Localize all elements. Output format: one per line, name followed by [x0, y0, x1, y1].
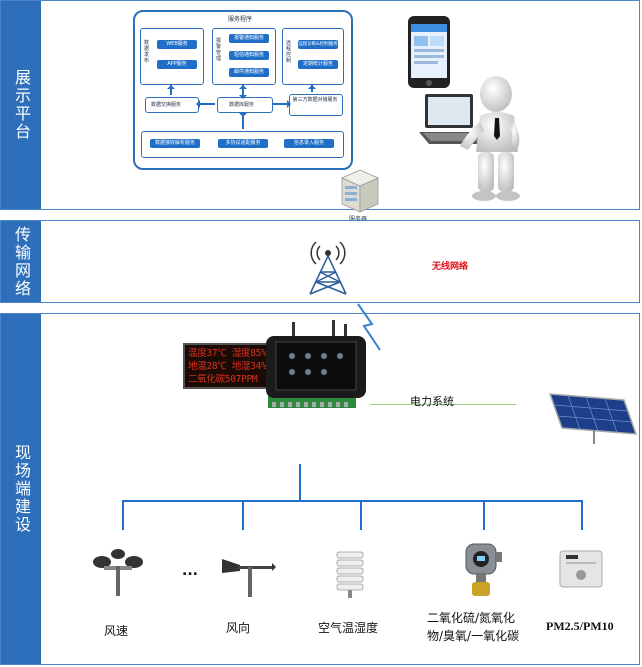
sensor-label-wind-speed: 风速	[104, 624, 129, 638]
display-section-title: 展示平台	[12, 69, 31, 141]
display-sidebar: 展示平台	[1, 1, 41, 209]
led-display-panel: 温度37℃ 湿度85% 地温28℃ 地湿34% 二氧化碳507PPM	[183, 343, 269, 389]
remote-diag-block: 远程诊断&控制服务	[298, 40, 338, 49]
field-sidebar: 现场端建设	[1, 314, 41, 664]
alarm-group-label: 报警管理	[216, 38, 222, 62]
sms-notify-block: 短信通知服务	[229, 51, 269, 60]
parse-service-block: 数据接收解析服务	[150, 139, 200, 148]
field-section-title: 现场端建设	[12, 444, 31, 534]
person-figure-icon	[460, 76, 520, 201]
input-service-block: 信息录入服务	[284, 139, 334, 148]
mail-notify-block: 邮件通知服务	[229, 68, 269, 77]
publish-group-label: 数据发布	[144, 40, 150, 64]
anemometer-icon	[93, 549, 143, 596]
wireless-network-label: 无线网络	[432, 262, 469, 272]
service-arrows	[167, 85, 316, 129]
wireless-link-bolt	[357, 303, 381, 351]
solar-panel-icon	[548, 393, 638, 444]
service-program-title: 服务程序	[228, 16, 253, 23]
server-label: 服务器	[349, 214, 367, 223]
service-program-box	[133, 10, 353, 170]
led-line-2: 地温28℃ 地湿34%	[188, 361, 267, 372]
gas-detector-icon	[465, 543, 502, 596]
stats-block: 定期统计服务	[298, 60, 338, 69]
transport-sidebar: 传输网络	[1, 221, 41, 302]
sensor-label-wind-direction: 风向	[226, 621, 251, 635]
app-service-block: APP服务	[157, 60, 197, 69]
sensor-label-air-temp-humidity: 空气温湿度	[318, 621, 379, 635]
third-party-label: 第三方数据对接服务	[292, 97, 338, 103]
laptop-icon	[419, 94, 489, 144]
gateway-device-icon	[266, 320, 366, 408]
protocol-service-block: 多协议适配服务	[218, 139, 268, 148]
led-line-1: 温度37℃ 湿度85%	[188, 348, 267, 359]
led-line-3: 二氧化碳507PPM	[188, 374, 258, 385]
alarm-notify-block: 报警通知服务	[229, 34, 269, 43]
transport-section-title: 传输网络	[12, 225, 31, 298]
sensor-label-gases-line2: 物/臭氧/一氧化碳	[427, 629, 520, 643]
power-system-label: 电力系统	[410, 395, 454, 408]
ellipsis-text: ...	[182, 563, 198, 579]
signal-tower-icon	[309, 241, 347, 295]
remote-group-label: 远程控制	[286, 40, 292, 64]
data-exchange-label: 数据交换服务	[151, 102, 182, 108]
sensor-label-pm: PM2.5/PM10	[546, 619, 614, 633]
pm-sensor-icon	[559, 550, 603, 588]
transport-section: 传输网络	[0, 220, 640, 303]
wind-vane-icon	[222, 559, 276, 597]
smartphone-icon	[408, 16, 450, 88]
web-service-block: WEB服务	[157, 40, 197, 49]
remote-group	[282, 28, 344, 85]
database-block	[217, 97, 273, 113]
shutter-shield-icon	[336, 551, 364, 598]
power-line	[370, 404, 516, 405]
database-label: 数据库服务	[229, 102, 255, 108]
sensor-label-gases-line1: 二氧化硫/氮氧化	[427, 611, 516, 625]
server-icon	[341, 169, 379, 213]
publish-group	[140, 28, 204, 85]
